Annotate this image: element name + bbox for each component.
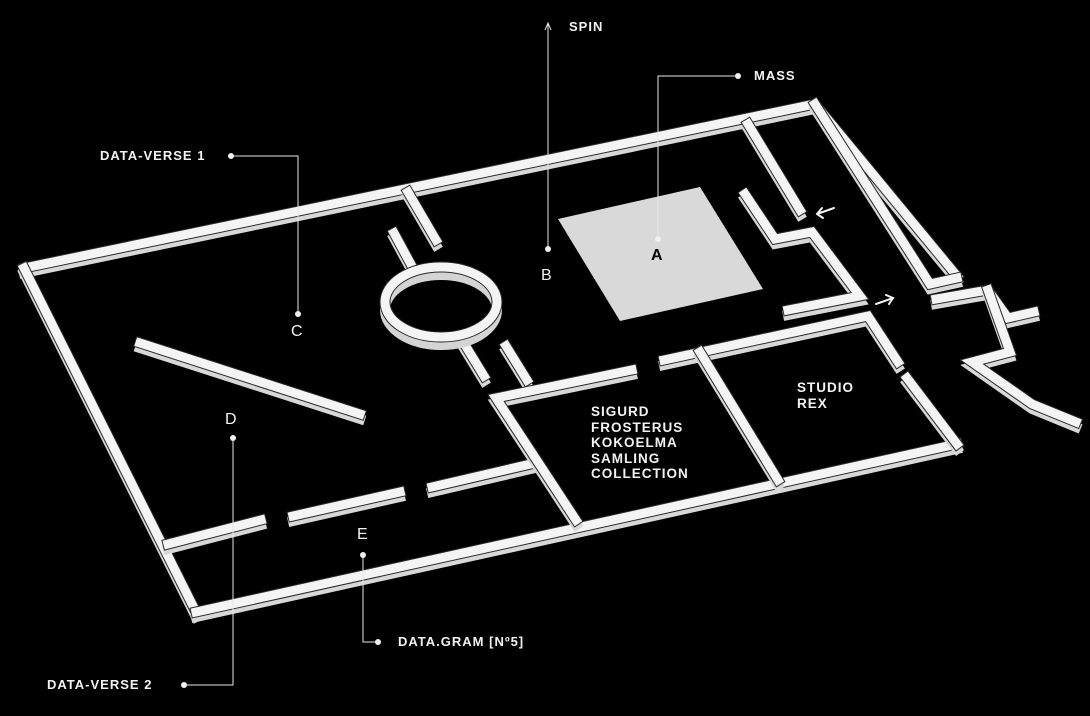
dot-e (360, 552, 366, 558)
marker-b: B (541, 267, 553, 284)
arrow-right-icon (875, 294, 895, 305)
leader-data-gram (362, 555, 378, 643)
inner-column-wall (740, 116, 808, 222)
label-data-verse-1: DATA-VERSE 1 (100, 148, 206, 163)
platform-mass (558, 187, 763, 321)
annex-wall-2 (959, 282, 1084, 434)
stub-wall-1 (400, 184, 444, 252)
label-spin: SPIN (569, 19, 604, 34)
label-data-gram: DATA.GRAM [Nº5] (398, 634, 525, 649)
leader-mass (657, 75, 738, 239)
inner-c-wall (737, 186, 870, 321)
dot-mass (735, 73, 741, 79)
label-mass: MASS (754, 68, 796, 83)
room-label-sigurd-frosterus: SIGURD FROSTERUS KOKOELMA SAMLING COLLEC… (591, 404, 689, 481)
studio-divider (657, 309, 906, 374)
dot-d (230, 435, 236, 441)
walls-group (16, 96, 1084, 624)
leader-lines (184, 24, 738, 686)
leader-data-verse-2 (184, 440, 234, 686)
outer-right-lower-wall (899, 370, 965, 457)
marker-a: A (651, 247, 664, 264)
partition-1 (161, 513, 268, 556)
marker-d: D (225, 411, 238, 428)
marker-e: E (357, 526, 369, 543)
sigurd-room-wall (486, 363, 639, 532)
ring-wall (379, 261, 503, 350)
marker-c: C (291, 323, 304, 340)
partition-2 (286, 485, 407, 527)
dot-b (545, 246, 551, 252)
entrance-arrows (815, 207, 895, 305)
partition-3 (425, 456, 542, 499)
leader-dots (181, 73, 741, 688)
room-label-studio-rex: STUDIO REX (797, 380, 855, 411)
right-corridor-wall (807, 96, 964, 295)
outer-top-wall (17, 97, 965, 289)
dot-c (295, 311, 301, 317)
arrow-left-icon (815, 207, 835, 219)
stub-wall-2 (498, 338, 535, 392)
dot-data-verse-2 (181, 682, 187, 688)
outer-left-wall (16, 260, 204, 624)
dot-data-gram (375, 639, 381, 645)
label-data-verse-2: DATA-VERSE 2 (47, 677, 153, 692)
studio-left-wall (692, 344, 786, 492)
arrow-up-icon (544, 21, 552, 31)
diagonal-wall (133, 336, 367, 426)
leader-data-verse-1 (231, 155, 299, 313)
dot-a (655, 236, 661, 242)
dot-data-verse-1 (228, 153, 234, 159)
